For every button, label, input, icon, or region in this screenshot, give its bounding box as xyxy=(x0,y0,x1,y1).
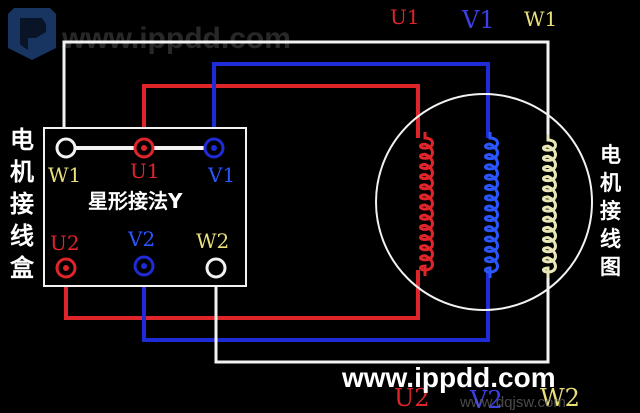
terminal-label-w1: W1 xyxy=(48,163,81,187)
wire-u1 xyxy=(142,84,420,148)
motor-diagram-title-char-1: 机 xyxy=(600,171,621,195)
motor-diagram-title-char-4: 图 xyxy=(600,255,621,279)
terminal-box-title-char-0: 电 xyxy=(10,126,34,154)
wire-u2 xyxy=(64,268,420,320)
terminal-w2-icon xyxy=(205,257,227,279)
wire-w1 xyxy=(62,40,550,148)
motor-diagram-title-char-0: 电 xyxy=(600,143,621,167)
terminal-box-title-char-1: 机 xyxy=(10,158,34,186)
terminal-label-u1: U1 xyxy=(130,159,160,183)
coil-u-winding xyxy=(419,132,434,276)
terminal-label-v2: V2 xyxy=(127,227,155,251)
motor-diagram-title-char-2: 接 xyxy=(600,199,621,223)
terminal-label-w2: W2 xyxy=(196,229,229,253)
watermark-top: www.ippdd.com xyxy=(61,22,291,55)
coil-v xyxy=(484,132,499,278)
terminal-box-title-char-2: 接 xyxy=(10,190,34,218)
bottom-label-u2: U2 xyxy=(394,384,430,412)
coil-w-winding xyxy=(542,134,557,278)
terminal-box-title-char-4: 盒 xyxy=(9,254,35,282)
bottom-label-w2: W2 xyxy=(540,384,580,412)
top-label-w1: W1 xyxy=(524,7,557,31)
top-label-v1: V1 xyxy=(461,6,495,34)
terminal-label-u2: U2 xyxy=(50,231,80,255)
watermark-bottom: www.ippdd.com xyxy=(341,362,556,393)
terminal-label-v1: V1 xyxy=(207,163,235,187)
coil-w xyxy=(542,134,557,278)
motor-diagram-title-char-3: 线 xyxy=(600,227,621,251)
connection-type-label: 星形接法Y xyxy=(88,189,183,213)
top-label-u1: U1 xyxy=(390,5,420,29)
terminal-box-title-char-3: 线 xyxy=(10,222,34,250)
wire-v2 xyxy=(142,268,490,342)
coil-v-winding xyxy=(484,132,499,278)
watermark-bottom-faint: www.dqjsw.com xyxy=(459,394,566,411)
wire-v1 xyxy=(212,62,490,148)
wire-w2 xyxy=(214,268,550,364)
coil-u xyxy=(419,132,434,276)
terminal-w1-icon xyxy=(55,137,77,159)
site-logo-icon xyxy=(8,8,56,60)
motor-stator-circle xyxy=(375,93,593,311)
bottom-label-v2: V2 xyxy=(469,386,503,413)
